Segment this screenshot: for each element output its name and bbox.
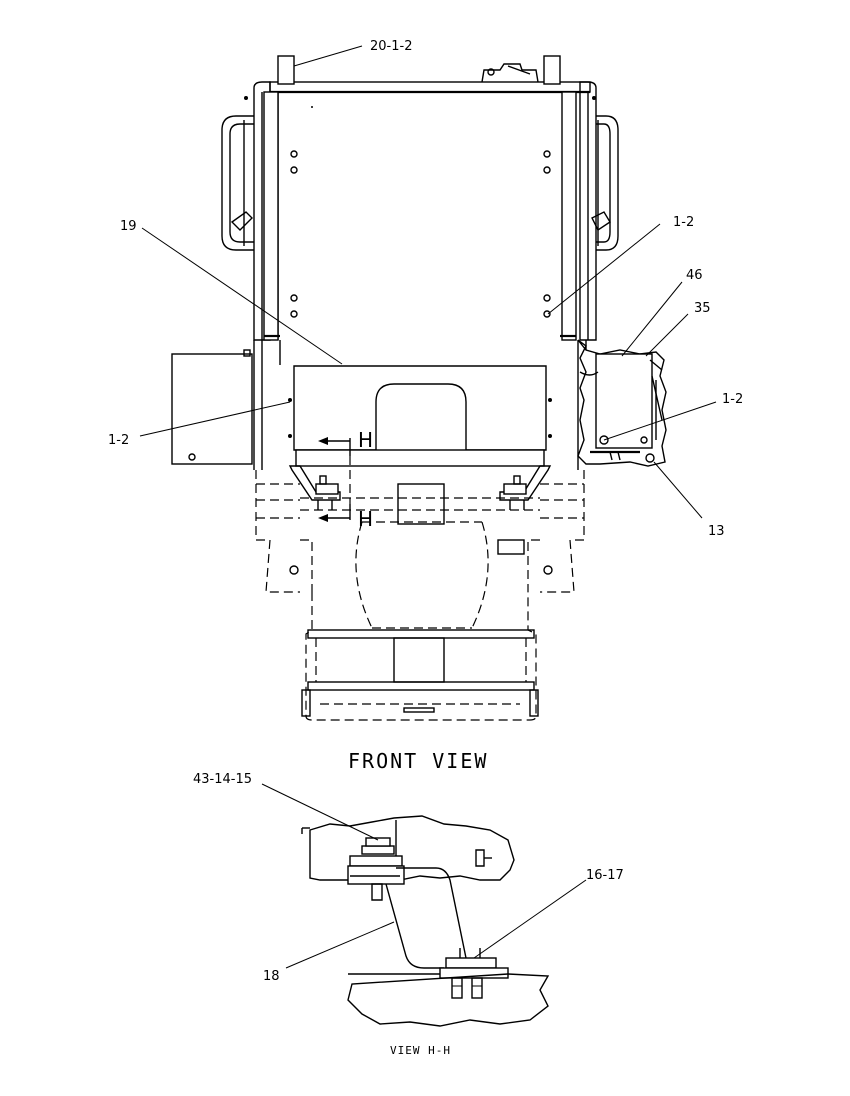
section-marker-bottom: H (358, 507, 373, 531)
barrel-hidden (355, 521, 489, 629)
callout-1-2-right: 1-2 (722, 392, 743, 407)
mounting-brackets (288, 465, 552, 555)
section-view-leaders (261, 783, 587, 969)
callout-35: 35 (694, 301, 711, 316)
left-box (171, 349, 253, 465)
callout-13: 13 (708, 524, 725, 539)
callout-18: 18 (263, 969, 280, 984)
section-view (301, 815, 550, 1027)
main-housing (288, 365, 552, 467)
section-view-title: VIEW H-H (390, 1044, 451, 1057)
section-marker-top: H (358, 428, 373, 452)
callout-1-2-upper: 1-2 (673, 215, 694, 230)
callout-46: 46 (686, 268, 703, 283)
lower-frame-hidden (255, 470, 585, 721)
callout-1-2-left: 1-2 (108, 433, 129, 448)
front-view-leaders (139, 45, 717, 519)
uprights (253, 81, 597, 470)
side-handles (221, 115, 619, 251)
callout-20-1-2: 20-1-2 (370, 39, 412, 54)
panel-holes (244, 96, 596, 318)
front-view-title: FRONT VIEW (348, 749, 488, 773)
callout-16-17: 16-17 (586, 868, 624, 883)
section-line-h (318, 437, 351, 522)
callout-43-14-15: 43-14-15 (193, 772, 252, 787)
top-rail (269, 55, 591, 94)
front-view (171, 55, 667, 721)
callout-19: 19 (120, 219, 137, 234)
right-control-box (577, 339, 667, 467)
